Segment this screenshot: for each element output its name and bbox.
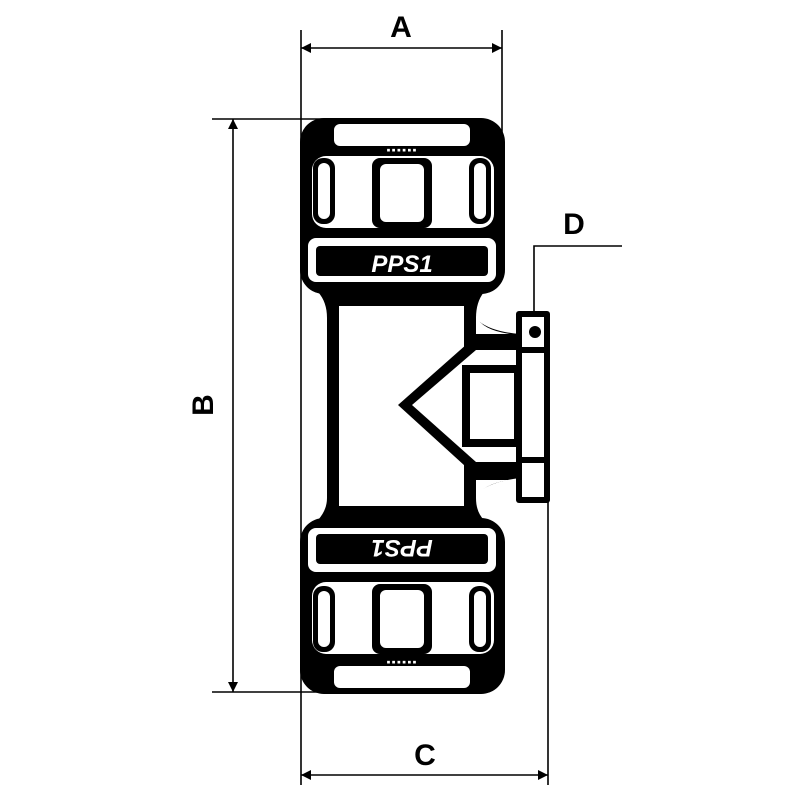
dimension-label-a: A [390, 11, 412, 44]
branch-fillet-bottom [468, 466, 520, 512]
branch-hex-nut [516, 311, 550, 503]
branch-fillet-top-highlight [476, 316, 510, 334]
dimension-label-c: C [414, 739, 436, 772]
dimension-d-leader [533, 245, 622, 332]
branch-fillet-bottom-highlight [476, 480, 510, 498]
top-union-nut: ▪▪▪▪▪▪ PPS1 [300, 118, 505, 294]
top-brand-label: PPS1 [371, 251, 432, 278]
dimension-d-point [529, 326, 541, 338]
top-nut-micro-text: ▪▪▪▪▪▪ [386, 146, 417, 154]
bottom-brand-label: PPS1 [371, 534, 432, 561]
bottom-union-nut: PPS1 ▪▪▪▪▪▪ [300, 518, 505, 694]
fitting-body: ▪▪▪▪▪▪ PPS1 PPS1 ▪▪ [300, 118, 550, 694]
dimension-label-d: D [563, 208, 585, 241]
dimension-label-b: B [187, 394, 220, 416]
bottom-nut-micro-text: ▪▪▪▪▪▪ [386, 658, 417, 666]
branch-spigot-face [470, 373, 514, 439]
